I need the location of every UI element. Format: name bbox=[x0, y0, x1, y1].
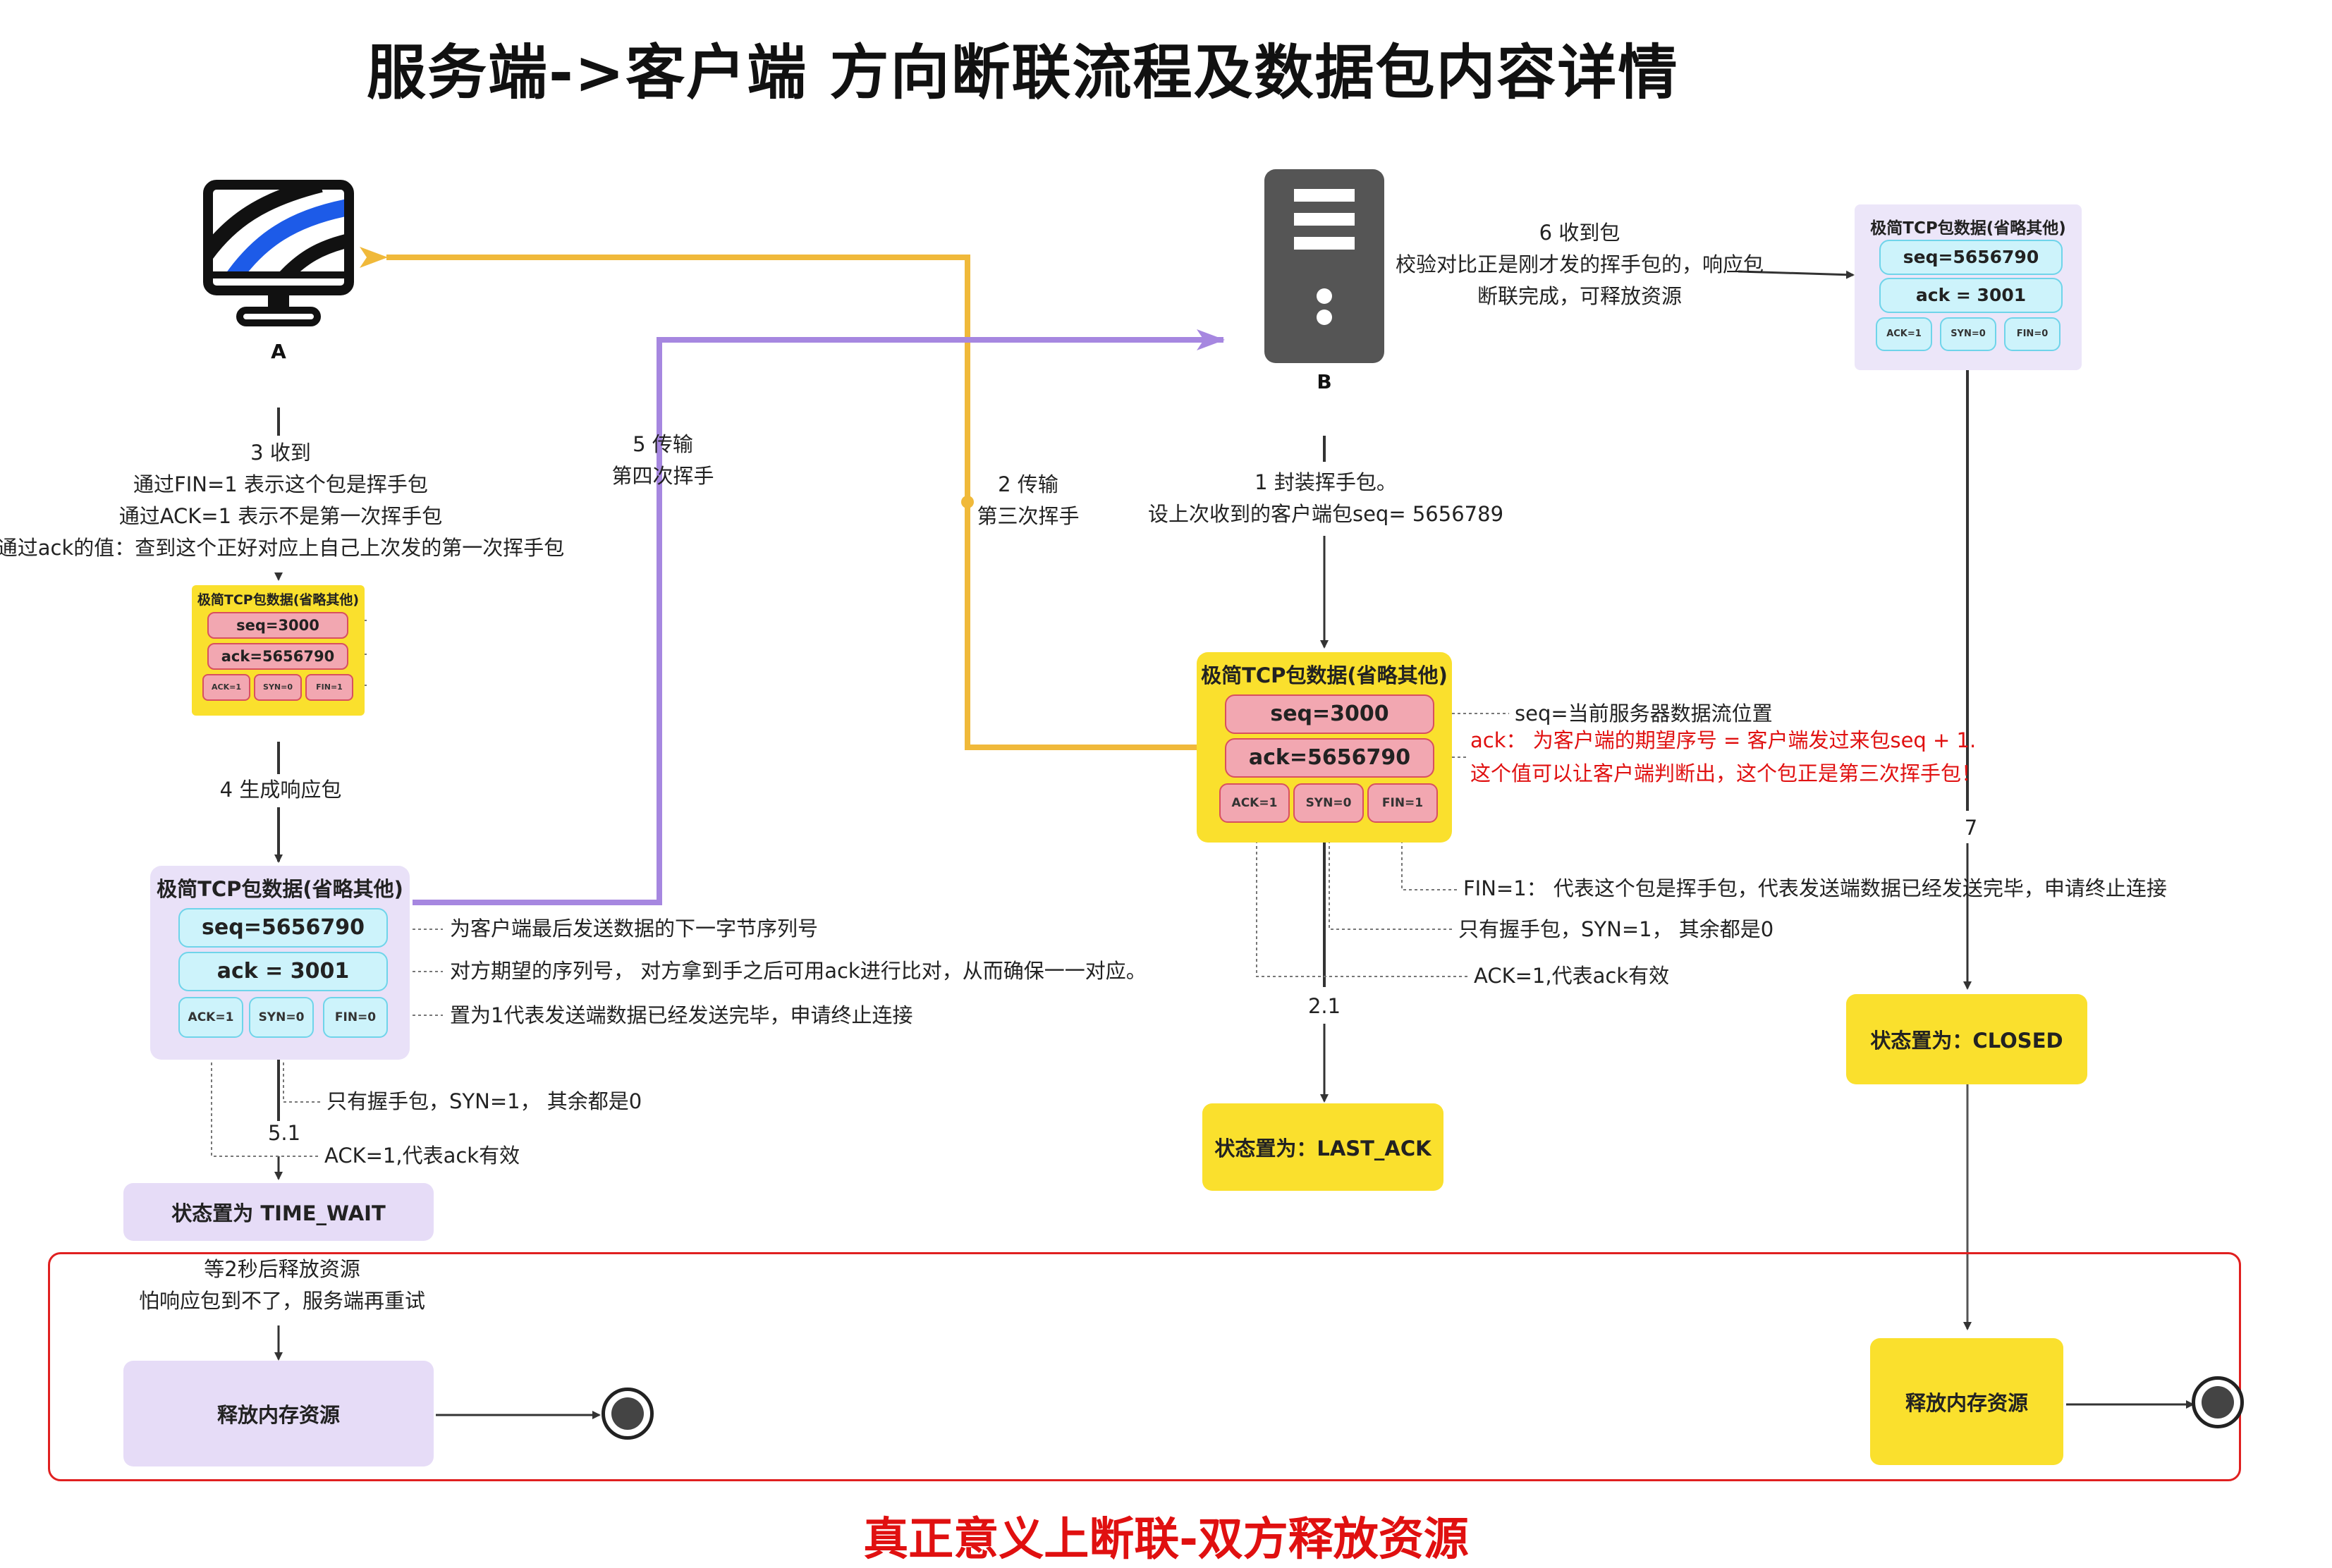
packet-flag-fin: FIN=1 bbox=[305, 674, 353, 701]
state-time-wait: 状态置为 TIME_WAIT bbox=[123, 1183, 434, 1241]
step-5-text: 5 传输第四次挥手 bbox=[611, 432, 714, 488]
server-icon bbox=[1264, 169, 1384, 363]
packet-seq-field: seq=3000 bbox=[207, 612, 348, 639]
step-6-text: 6 收到包校验对比正是刚才发的挥手包的，响应包断联完成，可释放资源 bbox=[1395, 221, 1764, 308]
packet-flag-fin: FIN=1 bbox=[1367, 783, 1438, 823]
server-fin-packet: 极简TCP包数据(省略其他) seq=3000 ack=5656790 ACK=… bbox=[1197, 652, 1452, 843]
step-2-text: 2 传输第三次挥手 bbox=[977, 472, 1080, 528]
state-last-ack: 状态置为：LAST_ACK bbox=[1202, 1103, 1443, 1191]
release-server-box: 释放内存资源 bbox=[1870, 1338, 2063, 1465]
client-reply-packet: 极简TCP包数据(省略其他) seq=5656790 ack = 3001 AC… bbox=[150, 866, 410, 1060]
step-3-text: 3 收到通过FIN=1 表示这个包是挥手包通过ACK=1 表示不是第一次挥手包通… bbox=[0, 441, 565, 560]
packet-ack-field: ack=5656790 bbox=[1225, 738, 1434, 778]
client-label: A bbox=[271, 340, 286, 363]
end-node-icon bbox=[602, 1388, 654, 1440]
client-syn-note: 只有握手包，SYN=1， 其余都是0 bbox=[326, 1089, 642, 1113]
server-syn-note: 只有握手包，SYN=1， 其余都是0 bbox=[1458, 917, 1774, 941]
packet-flag-syn: SYN=0 bbox=[249, 997, 314, 1038]
end-node-icon bbox=[2192, 1376, 2244, 1428]
packet-flag-ack: ACK=1 bbox=[202, 674, 250, 701]
packet-flag-ack: ACK=1 bbox=[1219, 783, 1290, 823]
packet-ack-field: ack = 3001 bbox=[178, 952, 388, 991]
packet-seq-field: seq=5656790 bbox=[1879, 240, 2063, 275]
step-7-label: 7 bbox=[1964, 816, 1978, 840]
step-5-1-label: 5.1 bbox=[267, 1121, 301, 1145]
monitor-icon bbox=[201, 178, 356, 333]
packet-header: 极简TCP包数据(省略其他) bbox=[1870, 219, 2066, 238]
server-fin-note: FIN=1： 代表这个包是挥手包，代表发送端数据已经发送完毕，申请终止连接 bbox=[1463, 876, 2167, 900]
page-title: 服务端->客户端 方向断联流程及数据包内容详情 bbox=[367, 38, 1679, 107]
packet-ack-field: ack = 3001 bbox=[1879, 278, 2063, 313]
server-received-packet: 极简TCP包数据(省略其他) seq=5656790 ack = 3001 AC… bbox=[1855, 204, 2082, 370]
packet-header: 极简TCP包数据(省略其他) bbox=[197, 592, 360, 608]
packet-seq-field: seq=3000 bbox=[1225, 694, 1434, 734]
client-received-packet: 极简TCP包数据(省略其他) seq=3000 ack=5656790 ACK=… bbox=[192, 585, 365, 716]
server-seq-note: seq=当前服务器数据流位置 bbox=[1515, 702, 1773, 725]
packet-flag-fin: FIN=0 bbox=[323, 997, 388, 1038]
server-label: B bbox=[1317, 370, 1332, 393]
server-ack-note-2: 这个值可以让客户端判断出，这个包正是第三次挥手包！ bbox=[1470, 761, 1982, 785]
packet-flag-ack: ACK=1 bbox=[1876, 317, 1932, 351]
step-4-text: 4 生成响应包 bbox=[219, 778, 342, 802]
release-client-box: 释放内存资源 bbox=[123, 1361, 434, 1466]
packet-ack-field: ack=5656790 bbox=[207, 643, 348, 670]
packet-flag-ack: ACK=1 bbox=[178, 997, 243, 1038]
state-closed: 状态置为：CLOSED bbox=[1846, 994, 2087, 1084]
server-ackflag-note: ACK=1,代表ack有效 bbox=[1474, 964, 1670, 988]
client-ack-note: 对方期望的序列号， 对方拿到手之后可用ack进行比对，从而确保一一对应。 bbox=[450, 959, 1147, 983]
packet-flag-fin: FIN=0 bbox=[2004, 317, 2061, 351]
packet-seq-field: seq=5656790 bbox=[178, 908, 388, 948]
release-resources-frame bbox=[48, 1252, 2241, 1481]
step-2-1-label: 2.1 bbox=[1307, 994, 1341, 1018]
server-ack-note-1: ack： 为客户端的期望序号 = 客户端发过来包seq + 1. bbox=[1470, 728, 1977, 752]
bottom-title: 真正意义上断联-双方释放资源 bbox=[863, 1514, 1469, 1566]
step-1-text: 1 封装挥手包。设上次收到的客户端包seq= 5656789 bbox=[1147, 470, 1504, 526]
packet-flag-syn: SYN=0 bbox=[1940, 317, 1996, 351]
packet-flag-syn: SYN=0 bbox=[254, 674, 302, 701]
packet-header: 极简TCP包数据(省略其他) bbox=[157, 877, 403, 901]
fourth-wave-arrow bbox=[413, 329, 1225, 905]
packet-header: 极简TCP包数据(省略其他) bbox=[1201, 663, 1448, 687]
client-seq-note: 为客户端最后发送数据的下一字节序列号 bbox=[450, 917, 819, 941]
packet-flag-syn: SYN=0 bbox=[1293, 783, 1364, 823]
client-ackflag-note: ACK=1,代表ack有效 bbox=[324, 1144, 520, 1168]
client-fin-note: 置为1代表发送端数据已经发送完毕，申请终止连接 bbox=[450, 1003, 913, 1027]
wait-note: 等2秒后释放资源怕响应包到不了，服务端再重试 bbox=[138, 1257, 426, 1313]
